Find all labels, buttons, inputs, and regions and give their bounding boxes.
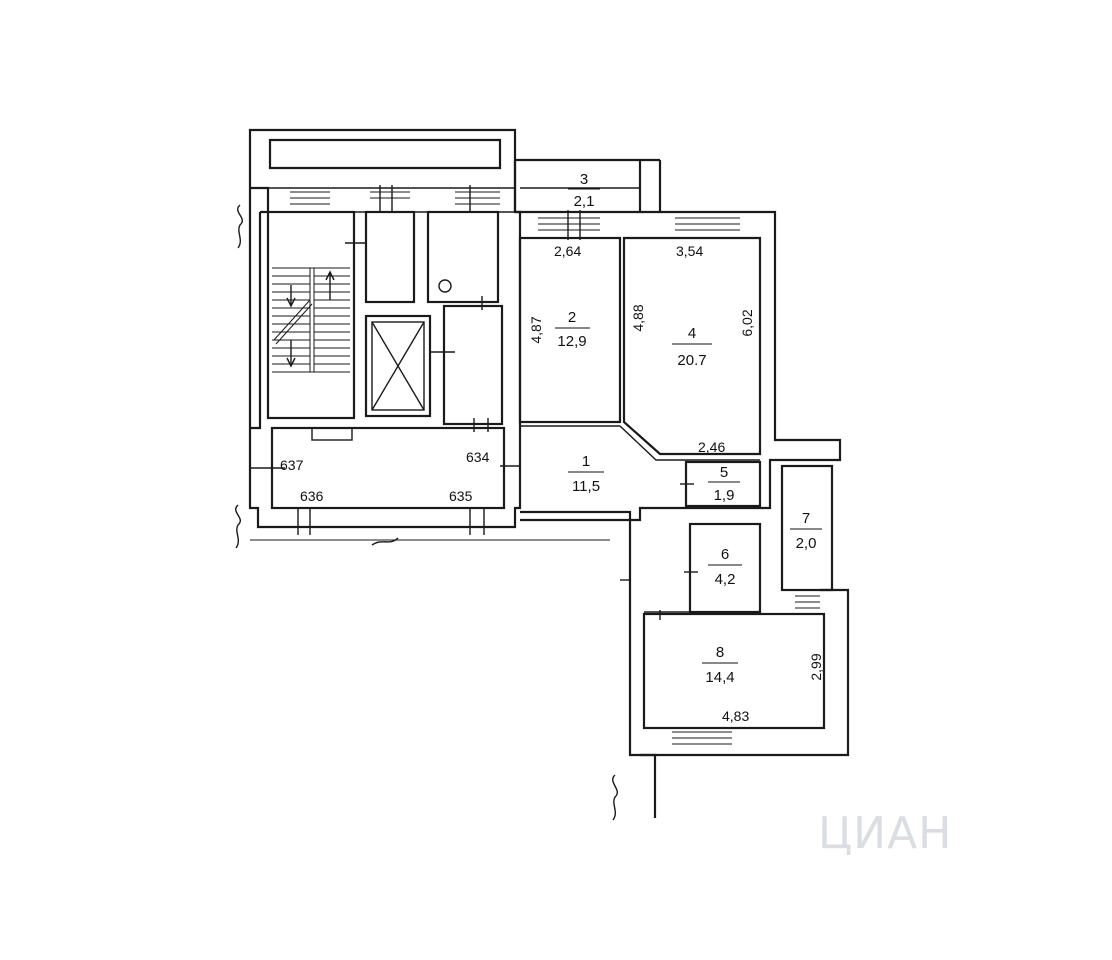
room-6-label: 6 4,2 bbox=[708, 546, 742, 588]
dim-room2-left: 4,87 bbox=[528, 316, 544, 343]
room-3-area: 2,1 bbox=[574, 193, 595, 210]
room-8-label: 8 14,4 bbox=[702, 644, 738, 686]
dim-room4-left: 4,88 bbox=[630, 304, 646, 331]
room-5-number: 5 bbox=[720, 464, 728, 481]
room-5-label: 5 1,9 bbox=[708, 464, 740, 504]
dim-room8-bottom: 4,83 bbox=[722, 708, 749, 724]
apt-637-label: 637 bbox=[280, 457, 304, 473]
dim-room4-bottom: 2,46 bbox=[698, 439, 725, 455]
room-8-number: 8 bbox=[716, 644, 724, 661]
room-4-area: 20.7 bbox=[677, 352, 706, 369]
room-3-label: 3 2,1 bbox=[568, 171, 600, 210]
room-8-area: 14,4 bbox=[705, 669, 734, 686]
room-7-area: 2,0 bbox=[796, 535, 817, 552]
room-1-area: 11,5 bbox=[572, 478, 600, 495]
room-7-number: 7 bbox=[802, 510, 810, 527]
dim-room2-top: 2,64 bbox=[554, 243, 581, 259]
apt-634-label: 634 bbox=[466, 449, 490, 465]
dim-room8-right: 2,99 bbox=[808, 653, 824, 680]
room-3-number: 3 bbox=[580, 171, 588, 188]
apt-636-label: 636 bbox=[300, 488, 324, 504]
room-2-label: 2 12,9 bbox=[555, 309, 590, 350]
apartment-walls bbox=[513, 158, 850, 818]
apt-635-label: 635 bbox=[449, 488, 473, 504]
room-7-label: 7 2,0 bbox=[790, 510, 822, 552]
room-2-area: 12,9 bbox=[557, 333, 586, 350]
room-5-area: 1,9 bbox=[714, 487, 735, 504]
room-2-number: 2 bbox=[568, 309, 576, 326]
watermark: ЦИАН bbox=[818, 808, 952, 859]
room-4-label: 4 20.7 bbox=[672, 325, 712, 369]
room-1-number: 1 bbox=[582, 453, 590, 470]
dim-room4-right: 6,02 bbox=[739, 309, 755, 336]
room-6-area: 4,2 bbox=[715, 571, 736, 588]
dim-room4-top: 3,54 bbox=[676, 243, 703, 259]
stairwell-block bbox=[235, 128, 618, 821]
room-6-number: 6 bbox=[721, 546, 729, 563]
room-1-label: 1 11,5 bbox=[568, 453, 604, 495]
room-4-number: 4 bbox=[688, 325, 696, 342]
